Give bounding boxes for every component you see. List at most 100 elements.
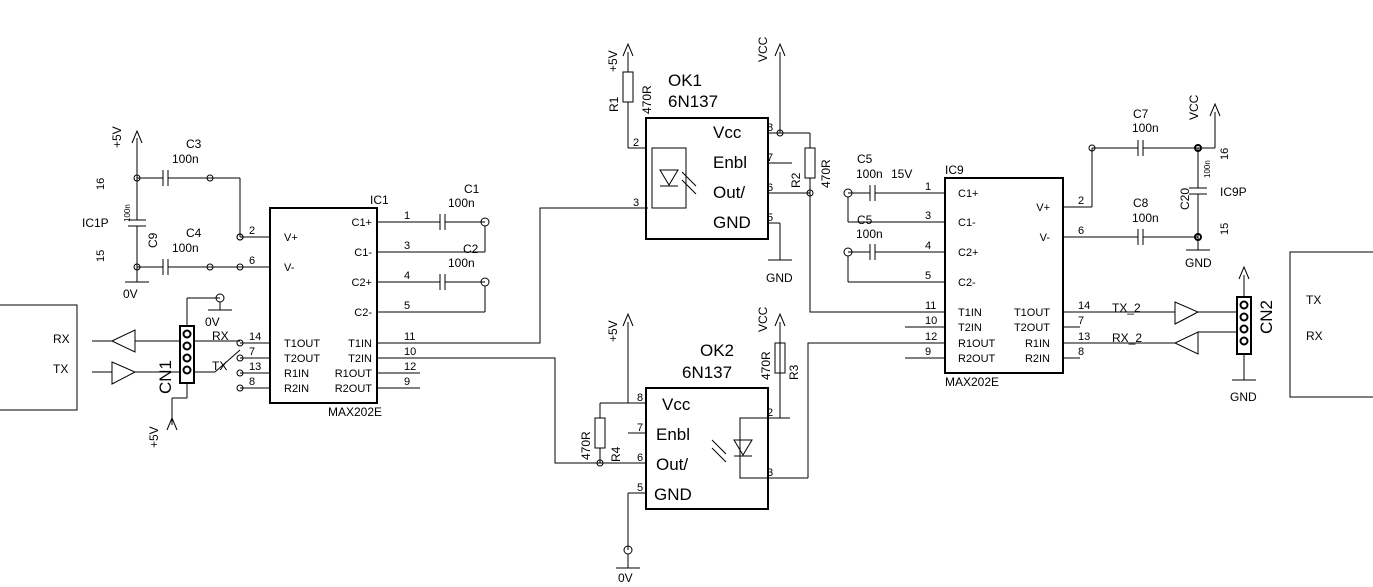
ic9-pin-label: V- (1040, 232, 1051, 244)
ic1-pin-number: 12 (404, 361, 416, 373)
ic1-pin-number: 13 (249, 361, 261, 373)
ok1-vcc-label: VCC (756, 36, 770, 62)
r3-ref: R3 (787, 364, 801, 380)
c8-ref: C8 (1133, 196, 1149, 210)
ok2-num-5: 5 (637, 482, 643, 494)
ic9-pin-label: V+ (1036, 202, 1050, 214)
ic9-pin-number: 13 (1078, 331, 1090, 343)
ic1-pin-number: 9 (404, 376, 410, 388)
port-left-tx: TX (53, 362, 68, 376)
c6-ref: C5 (857, 213, 873, 227)
ic1-pin-label: R2OUT (335, 383, 373, 395)
port-right-rx: RX (1306, 329, 1323, 343)
c9-val: 100n (123, 204, 132, 222)
cn1-0v-label: 0V (205, 315, 220, 329)
c7-ref: C7 (1133, 107, 1149, 121)
ic9-pump-caps: C5 100n 15V C5 100n (843, 152, 945, 283)
ic1-pin-end (236, 384, 244, 392)
port-left-rx: RX (53, 332, 70, 346)
ok1-num-2: 2 (633, 137, 639, 149)
ic1-pin-number: 5 (404, 300, 410, 312)
ok1-num-7: 7 (767, 152, 773, 164)
ic9-gnd-label: GND (1185, 256, 1212, 270)
c4-ref: C4 (186, 226, 202, 240)
ic1-pin-number: 2 (249, 225, 255, 237)
c8-val: 100n (1132, 211, 1159, 225)
ic9-pin-number: 14 (1078, 300, 1090, 312)
ic1-pin-number: 1 (404, 210, 410, 222)
ic9-pin-label: T1OUT (1014, 307, 1050, 319)
ok2-vcc-label: VCC (756, 306, 770, 332)
ok1-num-6: 6 (767, 182, 773, 194)
ic1-pin-number: 10 (404, 346, 416, 358)
ic1-pin-number: 4 (404, 270, 410, 282)
ic1-pin-end (236, 339, 244, 347)
ic1-pin-number: 11 (404, 331, 415, 343)
c3-ref: C3 (186, 137, 202, 151)
ok1: OK1 6N137 Vcc Enbl Out/ GND 2 3 8 7 6 5 … (606, 36, 945, 313)
ic1-pin-label: R1IN (284, 368, 309, 380)
ok2-part: 6N137 (682, 363, 732, 382)
ok1-pin-vcc: Vcc (713, 123, 742, 142)
ok2: OK2 6N137 Vcc Enbl Out/ GND 2 3 8 7 6 5 … (579, 306, 945, 585)
ic1-pin-number: 6 (249, 255, 255, 267)
r3-val: 470R (759, 351, 773, 380)
ic9-pin-number: 7 (1078, 315, 1084, 327)
ic1-pin-label: R1OUT (335, 368, 373, 380)
left-port: RX TX (0, 304, 180, 411)
ic9-supply: C7 100n VCC C8 100n C20 100n GND IC9P 16… (1063, 94, 1247, 270)
ok1-pin-gnd: GND (713, 213, 751, 232)
ok1-5v-label: +5V (606, 50, 620, 72)
ic1-pin-number: 3 (404, 240, 410, 252)
ic9-pin-label: T1IN (958, 307, 982, 319)
ok2-ref: OK2 (700, 341, 734, 360)
ic1p-ref: IC1P (82, 216, 109, 230)
ok2-0v-label: 0V (618, 571, 633, 585)
ok1-num-5: 5 (767, 212, 773, 224)
ic9p-ref: IC9P (1220, 185, 1247, 199)
ic1-pump-caps: C1 100n C2 100n (377, 182, 490, 313)
rx2-flag: RX_2 (1112, 331, 1142, 345)
c5-ref: C5 (857, 152, 873, 166)
ic9-pin-label: R1OUT (958, 338, 996, 350)
cn2-connector: CN2 GND (1230, 265, 1276, 404)
ic9-pin-number: 3 (925, 210, 931, 222)
ok1-num-3: 3 (633, 197, 639, 209)
ic9-pin-number: 2 (1078, 195, 1084, 207)
ic1-pin-label: C1+ (352, 217, 373, 229)
ic9-pin-label: T2OUT (1014, 322, 1050, 334)
ok2-pin-gnd: GND (654, 485, 692, 504)
ic1-pin-label: T2IN (348, 353, 372, 365)
ok2-num-8: 8 (637, 392, 643, 404)
ic9p-gnd-pin: 15 (1219, 223, 1231, 235)
ic1: IC1 MAX202E V+2V-6T1OUT14T2OUT7R1IN13R2I… (236, 193, 416, 419)
ok2-num-3: 3 (767, 467, 773, 479)
ic1-pin-label: R2IN (284, 383, 309, 395)
cn1-5v-label: +5V (147, 426, 161, 448)
c4-val: 100n (172, 241, 199, 255)
ic1-pin-number: 14 (249, 331, 261, 343)
ic1-pin-label: C1- (354, 247, 372, 259)
c7-val: 100n (1132, 121, 1159, 135)
ok2-num-2: 2 (767, 407, 773, 419)
ok1-pin-out: Out/ (713, 183, 745, 202)
ic1-pin-label: C2- (354, 307, 372, 319)
ic9-pin-label: T2IN (958, 322, 982, 334)
ic1-supply: +5V C3 100n C9 100n IC1P 16 15 C4 100n 0… (82, 126, 270, 301)
ic9-pin-label: R1IN (1025, 338, 1050, 350)
c20-val: 100n (1203, 160, 1212, 178)
r1-ref: R1 (607, 96, 621, 112)
ic1-5v-label: +5V (110, 126, 124, 148)
ic1-part: MAX202E (328, 405, 382, 419)
r1-val: 470R (640, 85, 654, 114)
ic9-pin-number: 11 (925, 300, 936, 312)
ic1-pin-label: C2+ (352, 277, 373, 289)
r2-ref: R2 (789, 172, 803, 188)
ic1-0v-label: 0V (123, 287, 138, 301)
c1-ref: C1 (464, 182, 480, 196)
ic1p-gnd-pin: 15 (95, 250, 107, 262)
ic1-pin-number: 7 (249, 346, 255, 358)
c6-val: 100n (856, 227, 883, 241)
ic1-pin-number: 8 (249, 376, 255, 388)
c5-volt: 15V (891, 167, 912, 181)
